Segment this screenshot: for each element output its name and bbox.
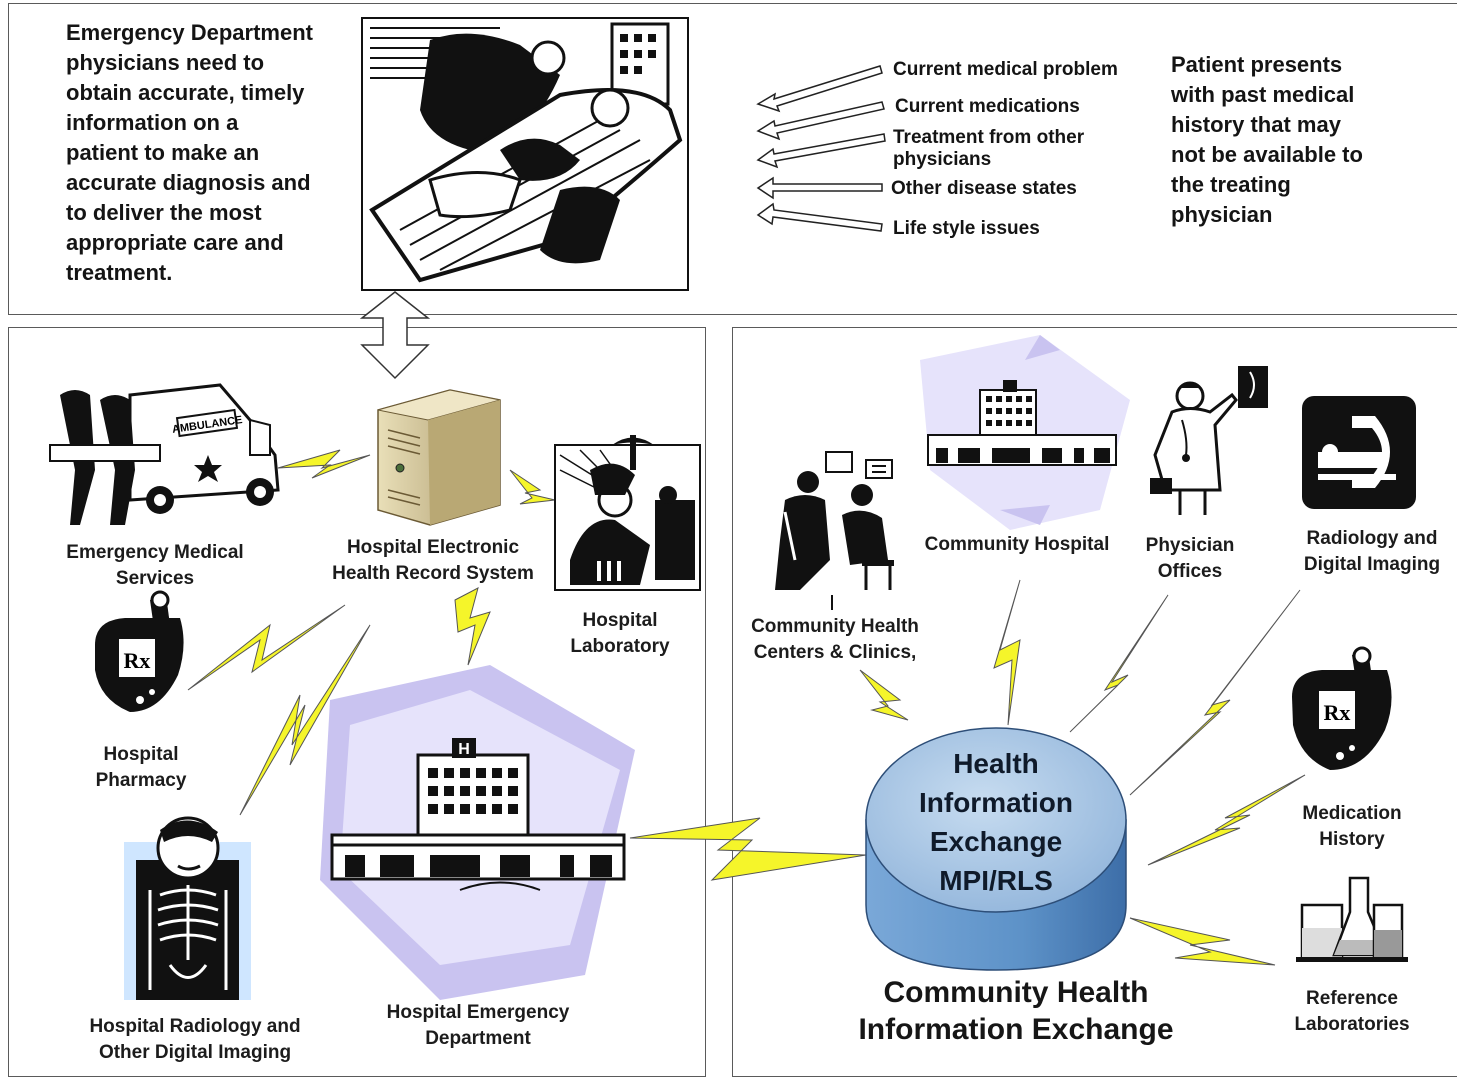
text-line: treatment. [66,260,173,285]
xray-patient-icon [124,816,251,1000]
hospital-ed-building-icon: H [320,665,635,1000]
text-line: not be available to [1171,142,1363,167]
lab-scientist-icon [554,435,701,591]
patient-history-text: Patient presents with past medical histo… [1171,50,1431,230]
community-hospital-label: Community Hospital [924,534,1110,555]
ed-physician-text: Emergency Department physicians need to … [66,18,366,288]
text-line: patient to make an [66,140,260,165]
hospital-pharmacy-icon: Rx [95,590,184,712]
doctor-patient-illustration [361,17,689,291]
text-line: information on a [66,110,239,135]
community-hospital-icon [920,335,1130,530]
text-line: history that may [1171,112,1341,137]
text-line: physician [1171,202,1273,227]
text-line: to deliver the most [66,200,262,225]
text-line: accurate diagnosis and [66,170,311,195]
text-line: with past medical [1171,82,1355,107]
text-line: obtain accurate, timely [66,80,305,105]
text-line: appropriate care and [66,230,284,255]
hie-database-icon [865,727,1127,971]
history-item: physicians [893,149,992,170]
history-item: Treatment from other [893,127,1085,148]
hospital-h-sign: H [458,741,470,758]
radiology-icon [1302,396,1416,509]
text-line: physicians need to [66,50,265,75]
history-item: Life style issues [893,218,1040,239]
physician-icon [1150,366,1268,515]
history-item: Current medical problem [893,59,1118,80]
medication-history-icon: Rx [1292,646,1392,770]
reference-lab-icon [1296,876,1408,962]
text-line: the treating [1171,172,1291,197]
history-item: Other disease states [891,178,1077,199]
rx-label: Rx [124,648,151,673]
double-arrow-icon [359,291,431,380]
clinic-icon [775,451,894,610]
text-line: Patient presents [1171,52,1343,77]
history-item: Current medications [895,96,1080,117]
rx-label: Rx [1324,700,1351,725]
ambulance-icon: AMBULANCE [49,383,280,525]
text-line: Emergency Department [66,20,313,45]
ehr-server-icon [377,389,501,526]
history-arrows [756,65,886,232]
top-panel [8,3,1457,315]
